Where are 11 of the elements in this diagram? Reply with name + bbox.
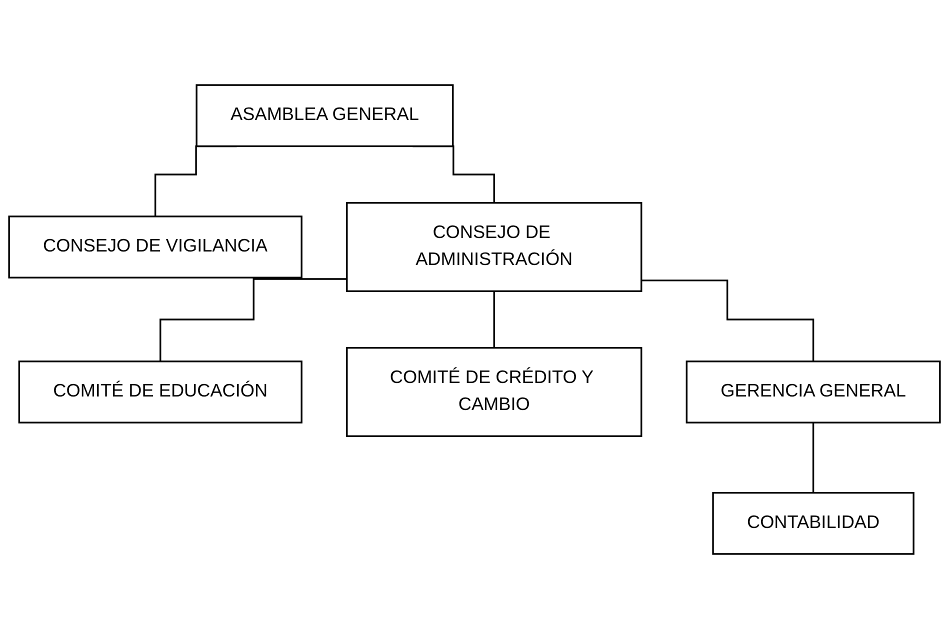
connector (812, 422, 814, 494)
connector (641, 280, 814, 362)
node-box: COMITÉ DE CRÉDITO Y CAMBIO (346, 346, 642, 437)
connector (493, 290, 495, 349)
node-box: GERENCIA GENERAL (686, 360, 941, 424)
node-box: CONTABILIDAD (712, 492, 914, 555)
node-box: ASAMBLEA GENERAL (196, 84, 454, 148)
node-box: CONSEJO DE VIGILANCIA (8, 216, 302, 278)
node-box: CONSEJO DE ADMINISTRACIÓN (346, 202, 642, 292)
connector (160, 278, 347, 362)
node-box: COMITÉ DE EDUCACIÓN (18, 360, 302, 424)
